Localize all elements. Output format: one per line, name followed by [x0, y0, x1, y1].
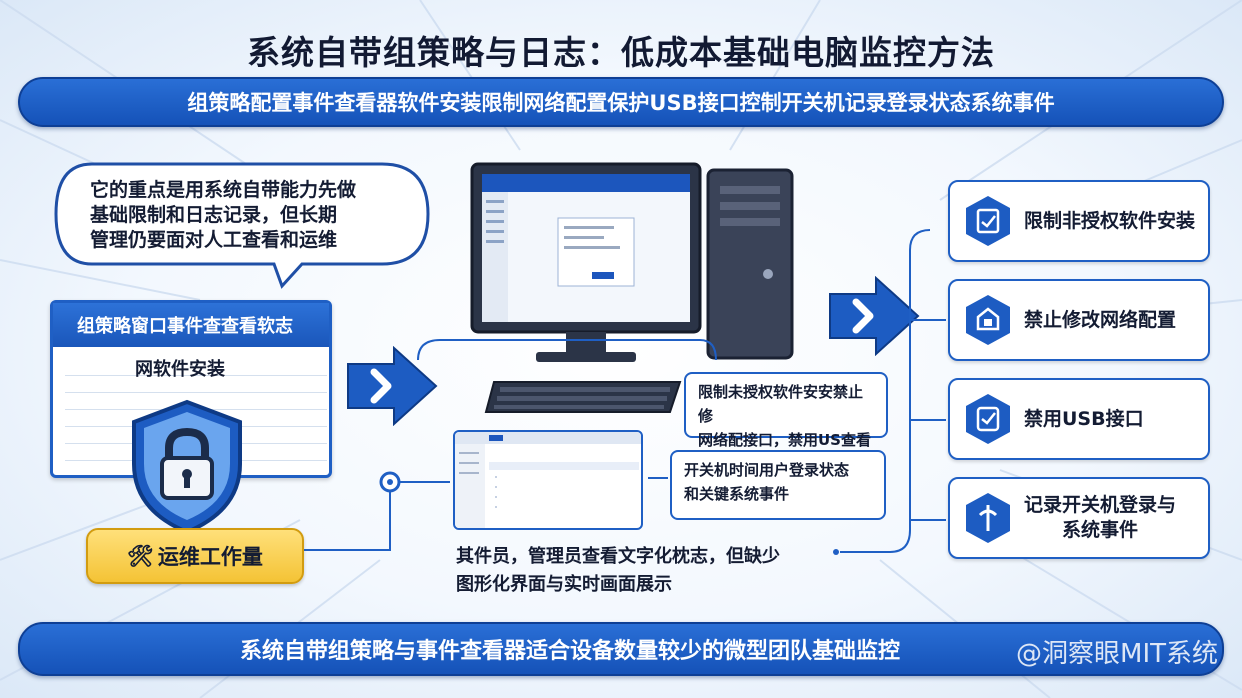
event-viewer-thumbnail-graphic: [455, 432, 641, 528]
log-note-line: 开关机时间用户登录状态: [684, 461, 850, 479]
policy-note: 限制未授权软件安安禁止修 网络配接口，禁用US查看器: [684, 372, 888, 473]
ops-workload-label: 运维工作量: [157, 545, 263, 569]
flow-arrow-right: [828, 275, 920, 357]
network-lock-icon: [966, 295, 1010, 345]
speech-bubble: 它的重点是用系统自带能力先做 基础限制和日志记录，但长期 管理仍要面对人工查看和…: [52, 160, 434, 289]
side-card-label-line: 系统事件: [1062, 519, 1139, 541]
bottom-banner: 系统自带组策略与事件查看器适合设备数量较少的微型团队基础监控: [18, 622, 1224, 676]
usb-check-icon: [966, 394, 1010, 444]
top-banner: 组策略配置事件查看器软件安装限制网络配置保护USB接口控制开关机记录登录状态系统…: [18, 77, 1224, 127]
side-card-software: 限制非授权软件安装: [948, 180, 1210, 262]
side-card-label: 禁止修改网络配置: [1024, 308, 1177, 331]
side-card-usb: 禁用USB接口: [948, 378, 1210, 460]
shield-lock-icon: [132, 399, 242, 535]
bubble-line: 基础限制和日志记录，但长期: [90, 204, 338, 226]
group-policy-window-subtitle: 网软件安装: [135, 359, 225, 380]
side-card-label: 限制非授权软件安装: [1024, 209, 1196, 232]
event-viewer-thumbnail: [453, 430, 643, 530]
arrow-right-icon: [347, 345, 438, 427]
log-note-line: 和关键系统事件: [684, 485, 790, 503]
desktop-computer-illustration: [470, 162, 794, 413]
flow-arrow-left: [346, 345, 438, 427]
tools-icon: 🛠: [127, 543, 154, 568]
side-card-network: 禁止修改网络配置: [948, 279, 1210, 361]
side-card-label: 禁用USB接口: [1024, 407, 1144, 430]
admin-note: 其件员，管理员查看文字化枕志，但缺少 图形化界面与实时画面展示: [456, 543, 836, 599]
group-policy-window-header: 组策略窗口事件查查看软志: [53, 303, 329, 347]
speech-bubble-shape: [54, 162, 430, 289]
policy-note-line: 限制未授权软件安安禁止修: [698, 383, 864, 425]
power-log-icon: [966, 493, 1010, 543]
speech-bubble-text: 它的重点是用系统自带能力先做 基础限制和日志记录，但长期 管理仍要面对人工查看和…: [90, 178, 410, 253]
side-card-label-line: 记录开关机登录与: [1024, 494, 1177, 516]
checklist-icon: [966, 196, 1010, 246]
side-card-label: 记录开关机登录与 系统事件: [1024, 493, 1176, 543]
bubble-line: 它的重点是用系统自带能力先做: [90, 179, 357, 201]
watermark: @洞察眼MIT系统: [1016, 639, 1218, 669]
arrow-right-icon: [829, 275, 920, 357]
page-title: 系统自带组策略与日志：低成本基础电脑监控方法: [247, 33, 995, 72]
admin-note-line: 图形化界面与实时画面展示: [456, 574, 672, 595]
ops-workload-badge: 🛠 运维工作量: [86, 528, 304, 584]
side-card-power-log: 记录开关机登录与 系统事件: [948, 477, 1210, 559]
admin-note-line: 其件员，管理员查看文字化枕志，但缺少: [456, 546, 780, 567]
log-note: 开关机时间用户登录状态 和关键系统事件: [670, 450, 886, 520]
bubble-line: 管理仍要面对人工查看和运维: [90, 229, 338, 251]
